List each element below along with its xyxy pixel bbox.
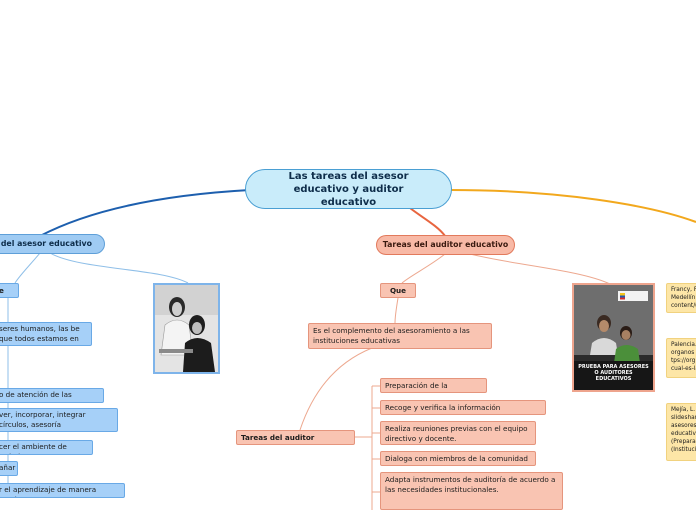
left-subtopic-1[interactable]: seres humanos, las be que todos estamos … — [0, 322, 92, 346]
left-subtopic-5-label: añar — [0, 463, 15, 472]
reference-node-3-label: Mejía, L. ( slideshar asesores educativo… — [671, 407, 696, 453]
reference-node-1[interactable]: Francy, P. Medellín: content/u — [666, 283, 696, 313]
link-tareas-tasks — [355, 386, 380, 510]
task-node-1-label: Preparación de la auditoría. — [385, 381, 448, 393]
left-subtopic-3-label: ver, incorporar, integrar círculos, ases… — [0, 410, 86, 429]
reference-node-2-label: Palencia. organos c tps://org cual-es-la — [671, 342, 696, 372]
left-photo[interactable] — [153, 283, 220, 374]
task-node-5-label: Adapta instrumentos de auditoría de acue… — [385, 475, 555, 494]
link-left-queEs — [15, 253, 40, 283]
left-subtopic-6-label: r el aprendizaje de manera continua — [0, 485, 96, 498]
mid-definition-node[interactable]: Es el complemento del asesoramiento a la… — [308, 323, 492, 349]
reference-node-3[interactable]: Mejía, L. ( slideshar asesores educativo… — [666, 403, 696, 461]
left-subtopic-4[interactable]: cer el ambiente de trabajo — [0, 440, 93, 455]
link-mid-queEs — [402, 254, 445, 283]
link-central-right — [450, 190, 696, 222]
mid-book-cover[interactable]: PRUEBA PARA ASESORES O AUDITORES EDUCATI… — [572, 283, 655, 392]
central-topic-label: Las tareas del asesor educativo y audito… — [270, 170, 427, 209]
mid-tareas-label: Tareas del auditor educativo — [241, 433, 314, 445]
office-people-photo-icon — [155, 285, 218, 372]
left-subtopic-6[interactable]: r el aprendizaje de manera continua — [0, 483, 125, 498]
left-que-es-label: e es? — [0, 286, 12, 298]
reference-node-1-label: Francy, P. Medellín: content/u — [671, 287, 696, 309]
link-central-mid — [410, 208, 445, 236]
mid-main-topic[interactable]: Tareas del auditor educativo — [376, 235, 515, 255]
left-main-topic-label: as del asesor educativo — [0, 239, 92, 248]
link-def-tareas — [300, 348, 372, 430]
task-node-4-label: Dialoga con miembros de la comunidad edu… — [385, 454, 528, 466]
left-main-topic[interactable]: as del asesor educativo — [0, 234, 105, 254]
left-que-es-node[interactable]: e es? — [0, 283, 19, 298]
mid-que-es-node[interactable]: Que es? — [380, 283, 416, 298]
task-node-2[interactable]: Recoge y verifica la información institu… — [380, 400, 546, 415]
left-subtopic-2-label: o de atención de las personas — [0, 390, 72, 403]
central-topic[interactable]: Las tareas del asesor educativo y audito… — [245, 169, 452, 209]
link-mid-image — [470, 254, 610, 284]
task-node-4[interactable]: Dialoga con miembros de la comunidad edu… — [380, 451, 536, 466]
mid-main-topic-label: Tareas del auditor educativo — [383, 240, 508, 249]
link-queEs-def — [395, 298, 398, 323]
task-node-3-label: Realiza reuniones previas con el equipo … — [385, 424, 528, 443]
link-left-image — [50, 253, 188, 283]
task-node-5[interactable]: Adapta instrumentos de auditoría de acue… — [380, 472, 563, 510]
left-subtopic-3[interactable]: ver, incorporar, integrar círculos, ases… — [0, 408, 118, 432]
left-subtopic-2[interactable]: o de atención de las personas — [0, 388, 104, 403]
book-title-text: PRUEBA PARA ASESORES O AUDITORES EDUCATI… — [578, 364, 649, 382]
mid-definition-label: Es el complemento del asesoramiento a la… — [313, 326, 470, 345]
task-node-1[interactable]: Preparación de la auditoría. — [380, 378, 487, 393]
task-node-3[interactable]: Realiza reuniones previas con el equipo … — [380, 421, 536, 445]
reference-node-2[interactable]: Palencia. organos c tps://org cual-es-la — [666, 338, 696, 378]
link-central-left — [40, 190, 250, 236]
left-subtopic-4-label: cer el ambiente de trabajo — [0, 442, 67, 455]
mid-que-es-label: Que es? — [390, 286, 406, 298]
task-node-2-label: Recoge y verifica la información institu… — [385, 403, 500, 415]
left-subtopic-1-label: seres humanos, las be que todos estamos … — [0, 324, 80, 343]
mid-tareas-node[interactable]: Tareas del auditor educativo — [236, 430, 355, 445]
left-subtopic-5[interactable]: añar — [0, 461, 18, 476]
